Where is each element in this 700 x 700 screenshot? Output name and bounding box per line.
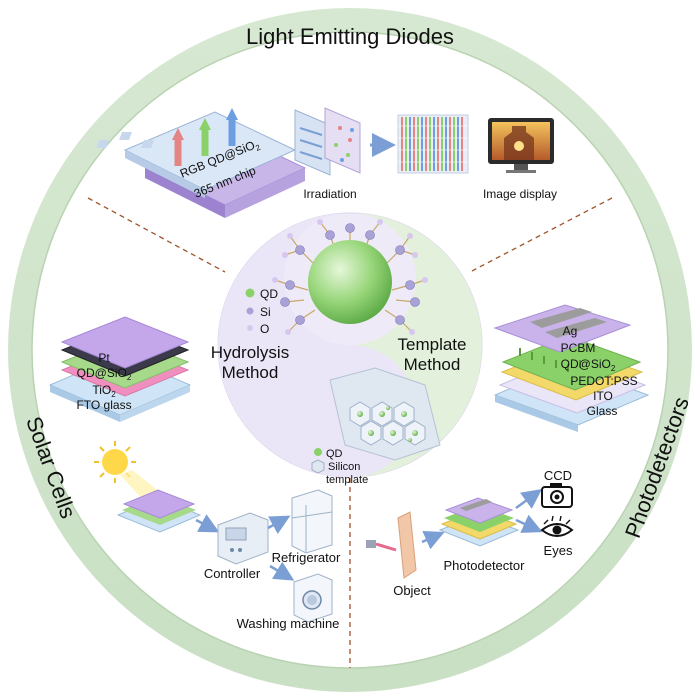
eyes-label: Eyes xyxy=(544,543,573,558)
legend-o: O xyxy=(260,322,269,336)
solar-stack xyxy=(48,316,192,422)
mini-solar-cell xyxy=(116,489,202,533)
legend-bottom-qd-dot xyxy=(314,448,322,456)
washing-machine-icon xyxy=(293,573,333,623)
camera-icon xyxy=(541,483,573,508)
legend-si: Si xyxy=(260,305,271,319)
photo-glass-label: Glass xyxy=(587,404,618,418)
solar-fto-label: FTO glass xyxy=(76,398,131,412)
eye-icon xyxy=(540,515,574,537)
monitor-icon xyxy=(488,118,554,173)
silica-network xyxy=(274,221,426,333)
washing-label: Washing machine xyxy=(237,616,340,631)
template-title-2: Method xyxy=(404,355,461,374)
solar-qd-label: QD@SiO2 xyxy=(77,366,132,382)
controller-label: Controller xyxy=(204,566,261,581)
refrigerator-icon xyxy=(291,489,333,554)
ring-label-led: Light Emitting Diodes xyxy=(246,24,454,49)
object-plate xyxy=(397,511,417,579)
hydrolysis-title-2: Method xyxy=(222,363,279,382)
irradiation-label: Irradiation xyxy=(303,187,356,201)
irradiation-panels xyxy=(294,107,361,176)
legend-bottom-qd: QD xyxy=(326,448,343,460)
rgb-pixel-grid xyxy=(397,114,469,174)
legend-hydrolysis: QD Si O xyxy=(245,287,278,336)
solar-arrow-3 xyxy=(269,561,295,581)
photo-arrow-ccd xyxy=(515,489,543,510)
qd-sphere xyxy=(308,240,392,324)
solar-pt-label: Pt xyxy=(98,351,110,365)
solar-arrow-1 xyxy=(195,514,220,533)
photo-arrow-1 xyxy=(421,530,445,550)
object-label: Object xyxy=(393,583,431,598)
legend-bottom-silicon: Silicon xyxy=(328,461,360,473)
image-display-label: Image display xyxy=(483,187,557,201)
silicon-template xyxy=(329,367,441,461)
solar-arrow-2 xyxy=(267,515,291,535)
divider-left xyxy=(87,197,226,273)
photodetector-stack xyxy=(493,304,650,432)
photo-ag-label: Ag xyxy=(563,324,578,338)
photo-ito-label: ITO xyxy=(593,389,613,403)
photo-pedot-label: PEDOT:PSS xyxy=(570,374,637,388)
laser-beam xyxy=(366,540,397,552)
mini-photodetector xyxy=(438,497,520,547)
photo-arrow-eyes xyxy=(515,514,543,533)
controller-icon xyxy=(217,512,269,565)
photo-pcbm-label: PCBM xyxy=(561,341,596,355)
ccd-label: CCD xyxy=(544,468,572,483)
photodetector-label: Photodetector xyxy=(444,558,526,573)
led-chip xyxy=(96,108,307,218)
o-atoms xyxy=(272,219,428,335)
legend-bottom-template: template xyxy=(326,474,368,486)
hydrolysis-title: Hydrolysis xyxy=(211,343,289,362)
refrigerator-label: Refrigerator xyxy=(272,550,341,565)
solar-tio-label: TiO2 xyxy=(92,383,116,399)
si-atoms xyxy=(280,223,420,325)
legend-qd: QD xyxy=(260,287,278,301)
template-title: Template xyxy=(398,335,467,354)
photo-qd-label: QD@SiO2 xyxy=(561,357,616,373)
legend-bottom-hex xyxy=(311,459,325,474)
